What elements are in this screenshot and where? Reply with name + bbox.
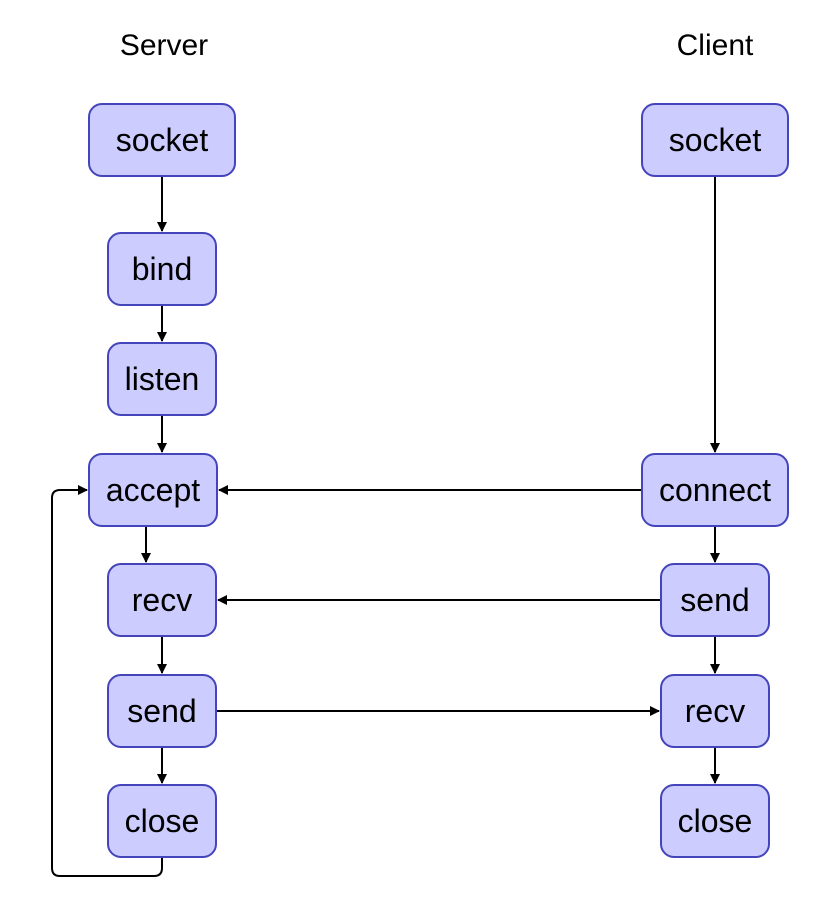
client-send-label: send: [680, 582, 750, 618]
server-listen-node: listen: [107, 342, 217, 416]
client-close-node: close: [660, 784, 770, 858]
client-recv-label: recv: [684, 693, 746, 729]
client-column-title: Client: [676, 29, 754, 62]
client-socket-label: socket: [668, 122, 762, 158]
server-accept-node: accept: [88, 453, 218, 527]
client-connect-label: connect: [658, 472, 772, 508]
server-bind-node: bind: [107, 232, 217, 306]
server-listen-label: listen: [124, 361, 200, 397]
server-accept-label: accept: [105, 472, 201, 508]
server-recv-node: recv: [107, 563, 217, 637]
client-connect-node: connect: [641, 453, 789, 527]
client-socket-node: socket: [641, 103, 789, 177]
client-recv-node: recv: [660, 674, 770, 748]
server-socket-label: socket: [115, 122, 209, 158]
server-socket-node: socket: [88, 103, 236, 177]
client-send-node: send: [660, 563, 770, 637]
server-recv-label: recv: [131, 582, 193, 618]
server-send-node: send: [107, 674, 217, 748]
server-close-label: close: [124, 803, 200, 839]
server-send-label: send: [127, 693, 197, 729]
server-close-node: close: [107, 784, 217, 858]
edge-server-close-to-accept: [51, 485, 163, 877]
server-column-title: Server: [119, 29, 209, 62]
client-close-label: close: [677, 803, 753, 839]
server-bind-label: bind: [131, 251, 193, 287]
